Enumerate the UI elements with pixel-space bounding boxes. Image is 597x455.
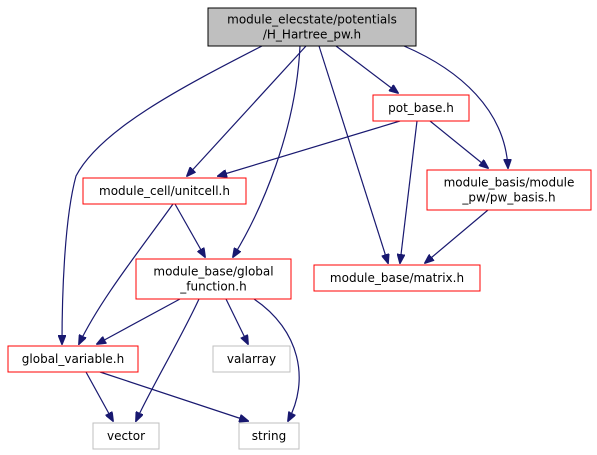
node-box [313, 264, 481, 292]
node-pw-basis[interactable]: module_basis/module_pw/pw_basis.h [426, 169, 592, 211]
edge-unitcell-to-global-variable [79, 203, 174, 344]
node-vector: vector [92, 422, 160, 450]
edge-root-to-global-variable [62, 45, 263, 344]
node-box [372, 94, 470, 122]
node-global-variable[interactable]: global_variable.h [7, 345, 139, 373]
node-box [207, 7, 417, 47]
node-label: valarray [227, 352, 276, 366]
node-label: _pw/pw_basis.h [461, 191, 555, 205]
node-label: /H_Hartree_pw.h [263, 28, 361, 42]
edge-root-to-pot-base [335, 45, 398, 93]
edge-global-function-to-string [253, 298, 300, 421]
node-label: module_cell/unitcell.h [99, 184, 230, 198]
edge-unitcell-to-global-function [174, 203, 205, 257]
edges-layer [62, 45, 508, 421]
node-label: vector [107, 429, 145, 443]
node-global-function[interactable]: module_base/global_function.h [135, 258, 292, 300]
node-label: module_base/global [153, 265, 273, 279]
node-label: _function.h [179, 280, 246, 294]
edge-global-function-to-global-variable [97, 298, 181, 344]
edge-root-to-matrix [318, 45, 388, 263]
edge-pot-base-to-unitcell [218, 120, 401, 176]
node-valarray: valarray [212, 345, 291, 373]
edge-global-function-to-vector [136, 298, 200, 421]
node-label: module_basis/module [444, 176, 575, 190]
edge-root-to-global-function [233, 45, 301, 257]
node-box [92, 422, 160, 450]
node-label: module_base/matrix.h [330, 271, 464, 285]
node-box [7, 345, 139, 373]
node-matrix[interactable]: module_base/matrix.h [313, 264, 481, 292]
edge-global-function-to-valarray [225, 298, 248, 344]
edge-pot-base-to-pw-basis [429, 120, 488, 168]
node-box [82, 177, 247, 205]
node-root: module_elecstate/potentials/H_Hartree_pw… [207, 7, 417, 47]
node-box [426, 169, 592, 211]
node-label: module_elecstate/potentials [227, 13, 397, 27]
edge-global-variable-to-string [99, 371, 248, 421]
nodes-layer: module_elecstate/potentials/H_Hartree_pw… [7, 7, 592, 450]
edge-pot-base-to-matrix [400, 120, 418, 263]
node-unitcell[interactable]: module_cell/unitcell.h [82, 177, 247, 205]
node-box [135, 258, 292, 300]
node-label: pot_base.h [388, 101, 454, 115]
edge-root-to-unitcell [187, 45, 307, 176]
node-pot-base[interactable]: pot_base.h [372, 94, 470, 122]
node-string: string [238, 422, 300, 450]
edge-pw-basis-to-matrix [425, 209, 489, 263]
node-label: string [252, 429, 286, 443]
edge-global-variable-to-vector [85, 371, 113, 421]
edge-root-to-pw-basis [403, 45, 508, 168]
node-box [238, 422, 300, 450]
node-label: global_variable.h [22, 352, 124, 366]
node-box [212, 345, 291, 373]
